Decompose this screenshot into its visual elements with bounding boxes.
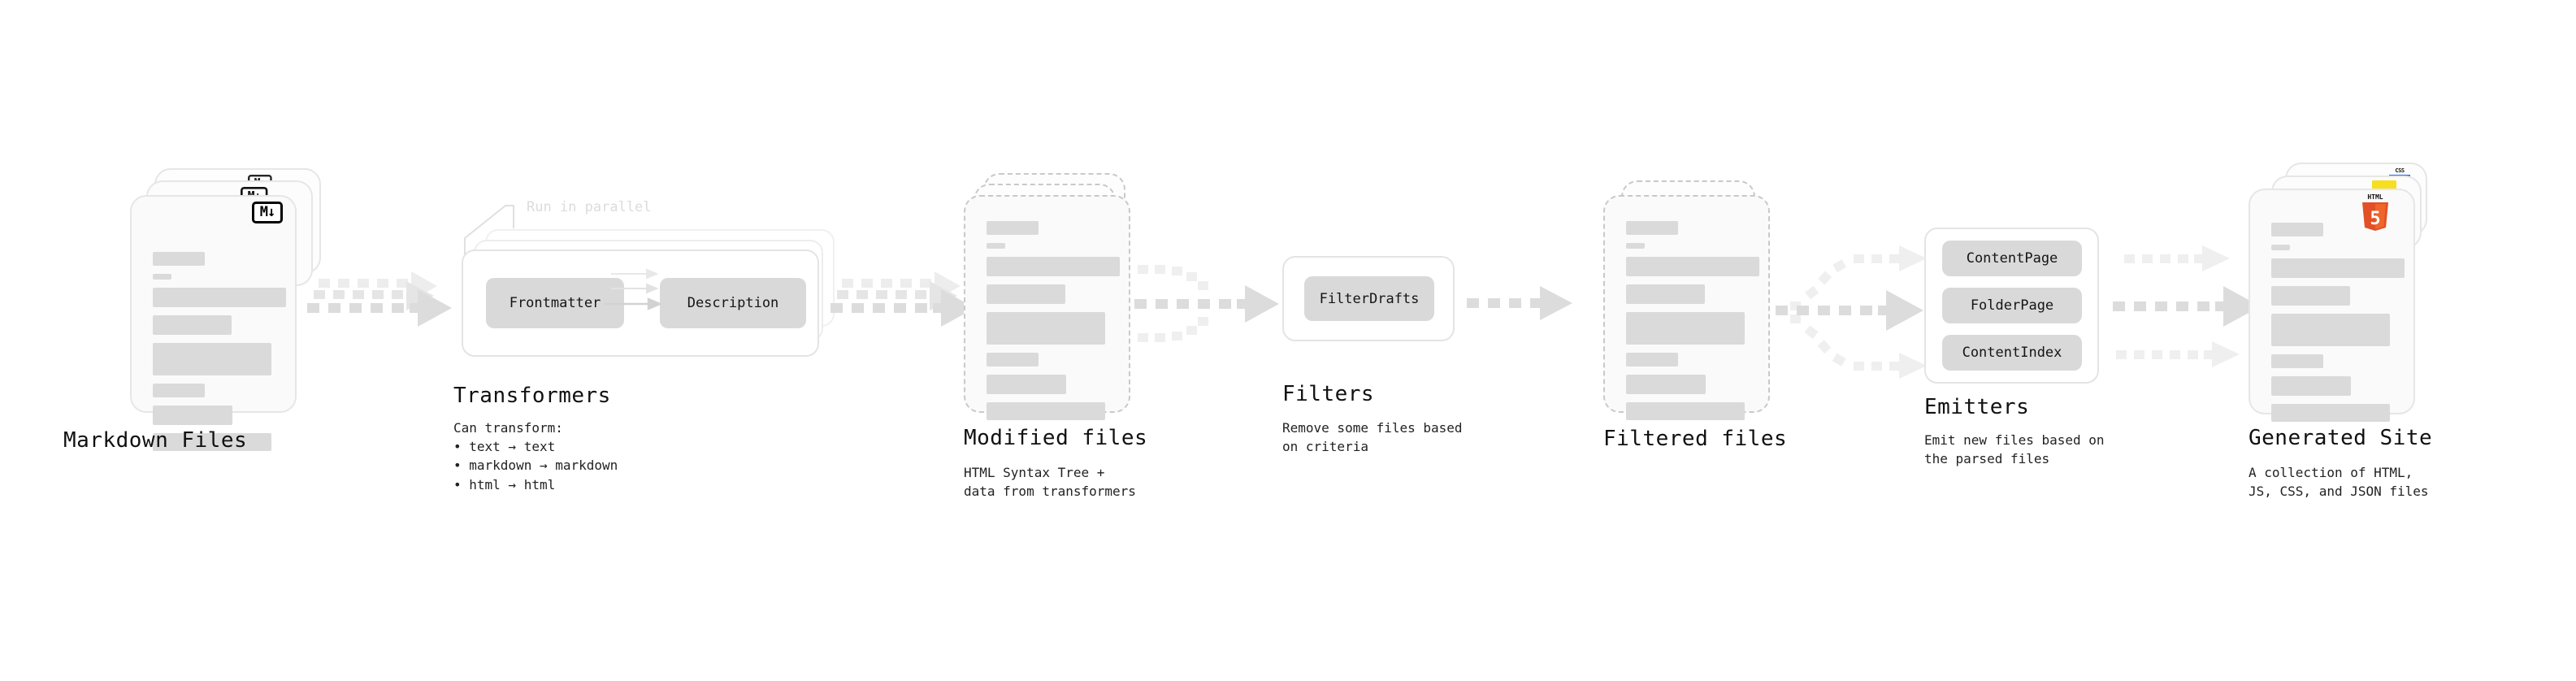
svg-text:5: 5 [2370,209,2380,229]
filter-node-filterdrafts[interactable]: FilterDrafts [1304,276,1434,321]
arrow-transformers-to-modified [830,271,975,327]
stage-desc-transformers: Can transform: • text → text • markdown … [453,420,618,492]
arrow-filtered-to-emitters [1776,245,1927,379]
content-bar [153,343,271,375]
stage-title-markdown-files: Markdown Files [63,428,248,453]
markdown-icon: M↓ [252,202,283,223]
content-bar [2271,286,2350,306]
run-in-parallel-label: Run in parallel [527,199,652,215]
content-bar [2271,258,2405,278]
content-bar [987,353,1039,367]
arrow-markdown-to-transformers [307,271,452,327]
content-bar [1626,353,1678,367]
transformer-node-frontmatter[interactable]: Frontmatter [486,278,624,328]
content-bar [153,252,205,266]
content-bar [1626,257,1759,276]
stage-desc-modified-files: HTML Syntax Tree + data from transformer… [964,465,1136,500]
stage-desc-generated-site: A collection of HTML, JS, CSS, and JSON … [2249,465,2429,500]
content-bar [987,402,1105,420]
arrow-modified-to-filters [1134,265,1279,342]
content-bar [987,284,1065,304]
markdown-file-bars [153,252,286,459]
stage-title-transformers: Transformers [453,384,611,408]
run-in-parallel-leader [464,205,514,271]
modified-file-bars [987,221,1120,428]
stage-desc-emitters: Emit new files based on the parsed files [1924,432,2105,467]
stage-title-filtered-files: Filtered files [1603,427,1788,451]
content-bar [1626,221,1678,235]
filtered-file-bars [1626,221,1759,428]
emitter-node-contentindex[interactable]: ContentIndex [1942,335,2082,371]
stage-desc-filters: Remove some files based on criteria [1282,420,1463,455]
content-bar [153,315,232,335]
content-bar [2271,223,2323,236]
css-badge-label: CSS [2395,167,2405,174]
markdown-icon-label: M↓ [259,204,276,220]
content-bar [1626,284,1705,304]
content-bar [153,433,271,451]
content-bar [2271,245,2290,250]
stage-title-generated-site: Generated Site [2249,426,2433,450]
modified-file-card-front [964,195,1130,420]
transformer-node-description[interactable]: Description [660,278,806,328]
content-bar [1626,375,1706,394]
stage-title-emitters: Emitters [1924,395,2030,419]
content-bar [2271,376,2351,396]
content-bar [2271,354,2323,368]
arrow-filters-to-filtered [1467,286,1572,320]
content-bar [1626,312,1745,345]
content-bar [987,257,1120,276]
site-file-card-front [2249,189,2415,422]
content-bar [1626,402,1745,420]
content-bar [987,375,1066,394]
transformer-inner-arrows [605,268,663,310]
content-bar [2271,314,2390,346]
stage-title-filters: Filters [1282,382,1375,406]
site-file-bars [2271,223,2405,430]
content-bar [153,288,286,307]
emitter-node-contentpage[interactable]: ContentPage [1942,241,2082,276]
content-bar [987,312,1105,345]
content-bar [987,221,1039,235]
content-bar [987,243,1005,249]
stage-title-modified-files: Modified files [964,426,1148,450]
emitter-node-folderpage[interactable]: FolderPage [1942,288,2082,323]
content-bar [2271,404,2390,422]
html5-icon: HTML 5 [2359,192,2392,234]
content-bar [1626,243,1645,249]
svg-text:HTML: HTML [2367,193,2383,201]
content-bar [153,384,205,397]
arrow-emitters-to-site [2113,245,2261,367]
markdown-file-card-front [130,195,297,451]
content-bar [153,406,232,425]
content-bar [153,274,171,280]
filtered-file-card-front [1603,195,1770,420]
